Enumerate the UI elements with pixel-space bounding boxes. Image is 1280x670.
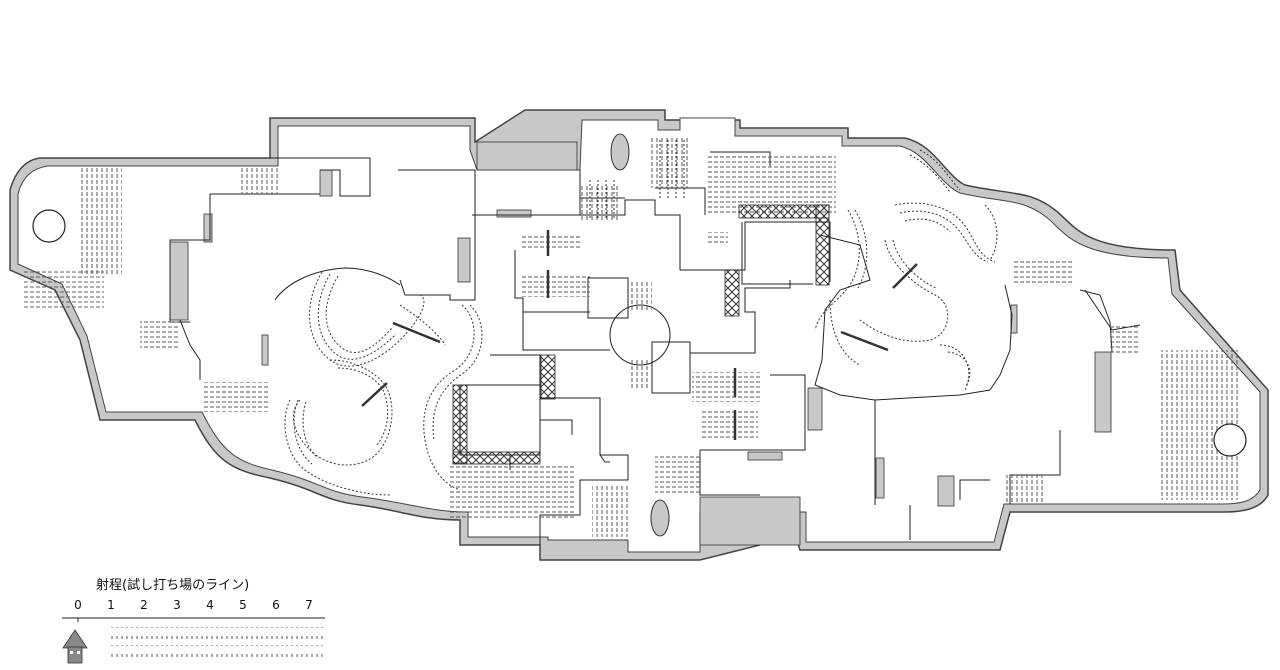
range-scale — [62, 617, 326, 664]
dotted-curves-left — [284, 271, 483, 496]
tick-label-4: 4 — [206, 598, 214, 612]
spawn-circle-icon — [32, 209, 66, 243]
legend-title: 射程(試し打ち場のライン) — [96, 578, 250, 593]
tick-label-1: 1 — [107, 598, 115, 612]
dotted-curves-right — [814, 149, 998, 391]
squid-icon — [62, 629, 88, 664]
pillars — [610, 133, 670, 537]
tick-label-3: 3 — [173, 598, 181, 612]
spawn-circle-icon — [1213, 423, 1247, 457]
tick-label-2: 2 — [140, 598, 148, 612]
floor — [17, 117, 1261, 553]
dark-markers — [361, 230, 918, 440]
tick-label-7: 7 — [305, 598, 313, 612]
range-ticks — [108, 627, 326, 657]
tick-label-6: 6 — [272, 598, 280, 612]
tick-label-0: 0 — [74, 598, 82, 612]
hatched-areas — [24, 138, 1240, 537]
low-walls — [169, 141, 1112, 546]
tick-label-5: 5 — [239, 598, 247, 612]
dotted-lines-top — [589, 140, 685, 220]
